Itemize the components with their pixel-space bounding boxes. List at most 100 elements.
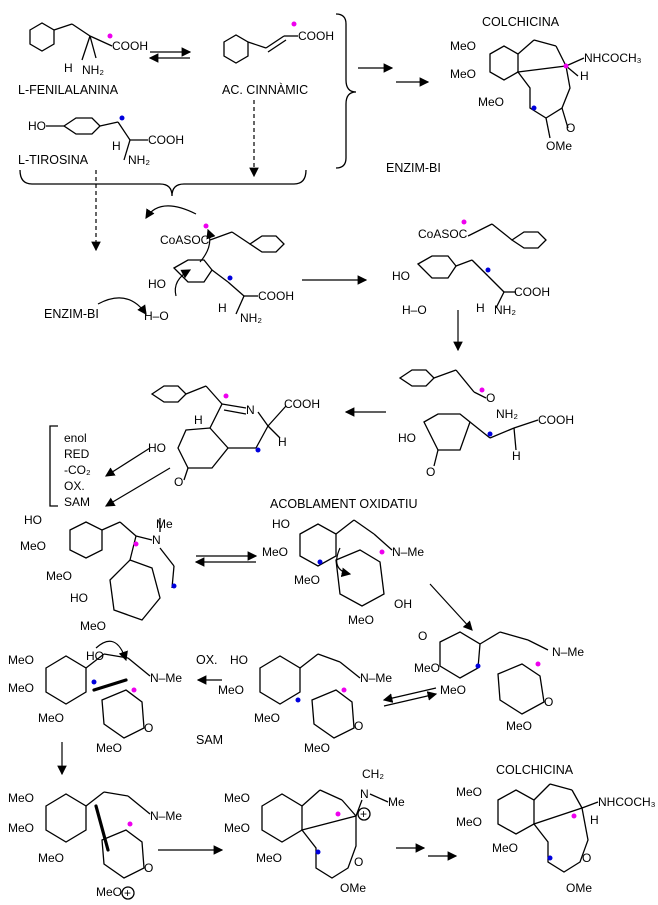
right-ho-label: HO bbox=[392, 269, 410, 283]
phenethylisoquinoline-structure: HO MeO MeO N Me HO MeO bbox=[20, 513, 177, 633]
row6l-meo-2: MeO bbox=[8, 821, 34, 835]
imine-h-label: H bbox=[278, 435, 287, 449]
positive-charge-icon bbox=[357, 807, 371, 821]
right-h-label: H bbox=[476, 301, 485, 315]
top-colch-nhcoch3: NHCOCH₃ bbox=[584, 51, 642, 65]
svg-text:+: + bbox=[124, 886, 131, 900]
row5l-meo-2: MeO bbox=[8, 681, 34, 695]
row4-me-label: Me bbox=[156, 517, 173, 531]
multistep-arrow-final bbox=[396, 843, 458, 861]
tyr-ho-label: HO bbox=[28, 119, 46, 133]
dopa-coa-intermediate-left: CoASOC HO COOH H NH₂ H–O bbox=[144, 205, 294, 325]
imine-n-label: N bbox=[246, 403, 255, 417]
condition-enol: enol bbox=[64, 431, 87, 445]
row6m-ch2-label: CH₂ bbox=[362, 767, 384, 781]
row5m-o-label: O bbox=[354, 719, 363, 733]
reaction-arrow-row4-diag bbox=[429, 583, 473, 631]
equilibrium-arrows-row5 bbox=[382, 687, 438, 707]
right-cooh-label: COOH bbox=[514, 285, 550, 299]
row5l-o-label: O bbox=[144, 721, 153, 735]
magenta-label-dot bbox=[379, 549, 385, 555]
bottom-colch-nhcoch3: NHCOCH₃ bbox=[598, 795, 656, 809]
ketone-cooh-label: COOH bbox=[538, 413, 574, 427]
condition-decarboxylation: -CO₂ bbox=[64, 463, 91, 477]
blue-label-dot bbox=[227, 275, 233, 281]
row5m-meo-2: MeO bbox=[254, 711, 280, 725]
right-coaso-label: CoASOC bbox=[418, 227, 468, 241]
row5l-meo-1: MeO bbox=[8, 653, 34, 667]
row4-ho-2: HO bbox=[70, 591, 88, 605]
tyrosine-name: L-TIROSINA bbox=[18, 153, 89, 167]
blue-label-dot bbox=[295, 697, 301, 703]
left-ho-label: HO bbox=[148, 277, 166, 291]
row4-ho-1: HO bbox=[24, 513, 42, 527]
conditions-bracket: enol RED -CO₂ OX. SAM bbox=[49, 425, 91, 509]
row6m-meo-3: MeO bbox=[256, 851, 282, 865]
row6l-nme-label: N–Me bbox=[150, 809, 182, 823]
imine-intermediate: N COOH H H HO O bbox=[148, 385, 320, 489]
right-h-o-label: H–O bbox=[402, 303, 427, 317]
blue-label-dot bbox=[315, 849, 321, 855]
imine-o-label: O bbox=[174, 475, 183, 489]
reaction-arrow-diag-2 bbox=[104, 467, 171, 507]
bottom-colch-ome: OMe bbox=[566, 881, 592, 895]
colchicine-top-structure: COLCHICINA NHCOCH₃ H O OMe MeO MeO MeO bbox=[450, 15, 642, 153]
row4r-ho-1: HO bbox=[272, 517, 290, 531]
oxidative-coupling-label: ACOBLAMENT OXIDATIU bbox=[270, 497, 417, 511]
colchicine-bottom-structure: COLCHICINA MeO MeO MeO NHCOCH₃ H O OMe bbox=[456, 763, 656, 895]
magenta-label-dot bbox=[223, 393, 229, 399]
phe-cooh-label: COOH bbox=[112, 39, 148, 53]
row6l-o-label: O bbox=[144, 861, 153, 875]
bottom-colch-h: H bbox=[590, 813, 599, 827]
blue-label-dot bbox=[547, 855, 553, 861]
ketone-nh2-label: NH₂ bbox=[496, 407, 518, 421]
lower-brace bbox=[19, 169, 307, 197]
row4r-meo-2: MeO bbox=[294, 573, 320, 587]
row5r-o-top: O bbox=[418, 629, 427, 643]
condition-ox: OX. bbox=[64, 479, 85, 493]
blue-label-dot bbox=[317, 559, 323, 565]
cinnamic-acid-structure: COOH bbox=[223, 21, 334, 64]
row6m-n-label: N bbox=[360, 787, 369, 801]
phe-h-label: H bbox=[64, 61, 73, 75]
l-tyrosine-structure: HO COOH H NH₂ bbox=[28, 115, 184, 167]
blue-label-dot bbox=[255, 447, 261, 453]
blue-label-dot bbox=[171, 583, 177, 589]
row4r-meo-3: MeO bbox=[348, 613, 374, 627]
bottom-colch-meo-2: MeO bbox=[456, 815, 482, 829]
ketone-dienone-o: O bbox=[426, 465, 435, 479]
condition-sam: SAM bbox=[64, 495, 90, 509]
left-h-label: H bbox=[218, 301, 227, 315]
imine-ho-label: HO bbox=[148, 441, 166, 455]
tyr-nh2-label: NH₂ bbox=[128, 153, 150, 167]
colchicine-title-bottom: COLCHICINA bbox=[496, 763, 574, 777]
enzyme-label-2: ENZIM-BI bbox=[44, 307, 99, 321]
imine-ring-h: H bbox=[194, 413, 203, 427]
equilibrium-arrows-row4 bbox=[194, 551, 258, 567]
phe-nh2-label: NH₂ bbox=[82, 63, 104, 77]
blue-label-dot bbox=[119, 115, 125, 121]
row6m-me-label: Me bbox=[388, 795, 405, 809]
row5m-nme-label: N–Me bbox=[360, 671, 392, 685]
sam-label: SAM bbox=[196, 733, 223, 747]
magenta-label-dot bbox=[461, 219, 467, 225]
ketone-ho-label: HO bbox=[398, 431, 416, 445]
right-nh2-label: NH₂ bbox=[494, 303, 516, 317]
top-colch-ome: OMe bbox=[546, 139, 572, 153]
top-colch-meo-2: MeO bbox=[450, 67, 476, 81]
row5l-ho-label: HO bbox=[86, 649, 104, 663]
reduced-dienone-structure: HO MeO MeO N–Me O MeO bbox=[218, 653, 392, 755]
coupling-transition-structure: HO MeO MeO N–Me OH MeO bbox=[262, 517, 424, 627]
magenta-label-dot bbox=[335, 811, 341, 817]
magenta-label-dot bbox=[571, 813, 577, 819]
left-nh2-label: NH₂ bbox=[240, 311, 262, 325]
magenta-label-dot bbox=[563, 63, 569, 69]
row5l-meo-4: MeO bbox=[96, 741, 122, 755]
top-colch-meo-3: MeO bbox=[478, 95, 504, 109]
row6m-meo-1: MeO bbox=[224, 791, 250, 805]
row4r-meo-1: MeO bbox=[262, 545, 288, 559]
cinnamic-acid-name: AC. CINNÀMIC bbox=[222, 82, 308, 97]
magenta-label-dot bbox=[131, 687, 137, 693]
row5r-meo-3: MeO bbox=[506, 719, 532, 733]
magenta-label-dot bbox=[133, 541, 139, 547]
